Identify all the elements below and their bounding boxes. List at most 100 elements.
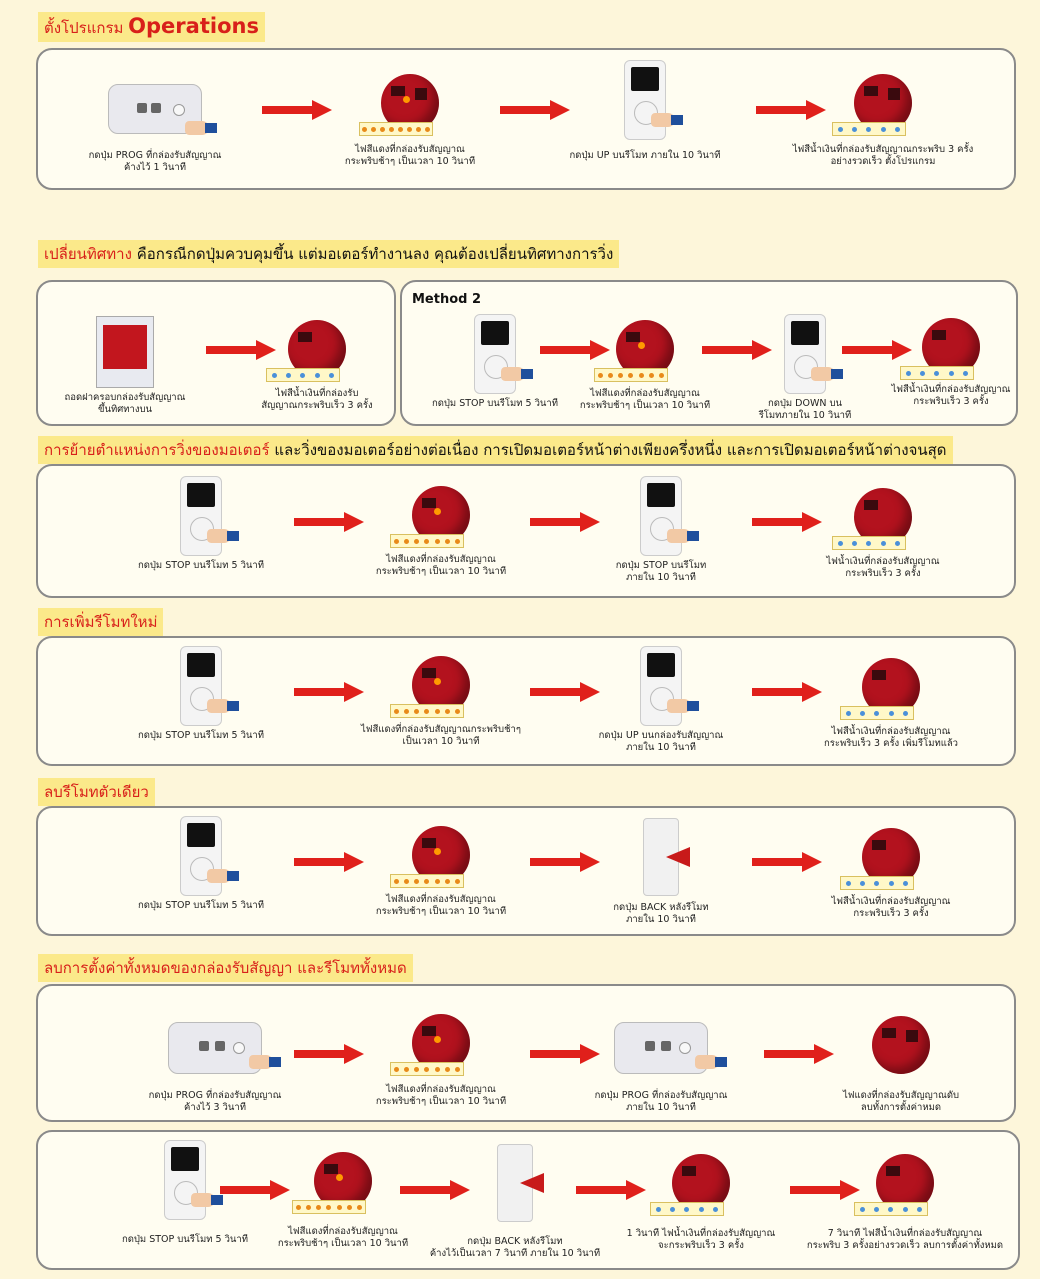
receiver-board-image [840,658,920,720]
receiver-board-image [650,1154,730,1216]
step-red-blink: ไฟสีแดงที่กล่องรับสัญญาณ กระพริบช้าๆ เป็… [336,826,546,918]
step-blue-blink: ไฟสีน้ำเงินที่กล่องรับสัญญาณ กระพริบเร็ว… [786,828,996,920]
receiver-board-image [900,318,980,380]
step-press-stop: กดปุ่ม STOP บนรีโมท 5 วินาที [96,476,306,572]
step-caption: ไฟสีแดงที่กล่องรับสัญญาณ กระพริบช้าๆ เป็… [375,894,507,917]
step-caption: กดปุ่ม PROG ที่กล่องรับสัญญาณ ค้างไว้ 3 … [148,1090,282,1113]
step-red-blink: ไฟสีแดงที่กล่องรับสัญญาณ กระพริบช้าๆ เป็… [336,486,546,578]
section-heading-reset-all: ลบการตั้งค่าทั้งหมดของกล่องรับสัญญา และร… [38,954,413,982]
step-caption: 7 วินาที ไฟสีน้ำเงินที่กล่องรับสัญญาณ กร… [806,1228,1004,1251]
arrow-icon [752,512,822,532]
arrow-icon [764,1044,834,1064]
receiver-image [614,1022,727,1074]
arrow-icon [294,1044,364,1064]
step-caption: กดปุ่ม BACK หลังรีโมท ภายใน 10 วินาที [613,902,709,925]
heading-highlight: การย้ายตำแหน่งการวิ่งของมอเตอร์ [44,441,270,459]
section-heading-limits: การย้ายตำแหน่งการวิ่งของมอเตอร์ และวิ่งข… [38,436,953,464]
step-caption: ไฟสีน้ำเงินที่กล่องรับสัญญาณ กระพริบเร็ว… [823,726,959,749]
step-caption: กดปุ่ม DOWN บน รีโมทภายใน 10 วินาที [758,398,852,421]
step-caption: กดปุ่ม PROG ที่กล่องรับสัญญาณ ค้างไว้ 1 … [88,150,222,173]
step-press-prog-again: กดปุ่ม PROG ที่กล่องรับสัญญาณ ภายใน 10 ว… [556,1022,766,1114]
hand-icon [667,699,699,713]
step-blue-blink: ไฟน้ำเงินที่กล่องรับสัญญาณ กระพริบเร็ว 3… [778,488,988,580]
step-blue-blink-7s: 7 วินาที ไฟสีน้ำเงินที่กล่องรับสัญญาณ กร… [800,1154,1010,1252]
remote-image [180,646,239,726]
step-caption: ไฟสีแดงที่กล่องรับสัญญาณ กระพริบช้าๆ เป็… [579,388,711,411]
step-caption: ไฟสีแดงที่กล่องรับสัญญาณ กระพริบช้าๆ เป็… [375,1084,507,1107]
remote-image [180,476,239,556]
step-blue-blink: ไฟสีน้ำเงินที่กล่องรับสัญญาณ กระพริบเร็ว… [786,658,996,750]
hand-icon [695,1055,727,1069]
arrow-icon [500,100,570,120]
hand-icon [185,121,217,135]
step-caption: ไฟสีแดงที่กล่องรับสัญญาณ กระพริบช้าๆ เป็… [375,554,507,577]
heading-highlight: เปลี่ยนทิศทาง [44,245,132,263]
step-press-stop: กดปุ่ม STOP บนรีโมท 5 วินาที [390,314,600,410]
method2-label: Method 2 [412,292,482,307]
remote-image [180,816,239,896]
arrow-icon [530,852,600,872]
hand-icon [191,1193,223,1207]
heading-highlight: การเพิ่มรีโมทใหม่ [44,613,158,631]
arrow-icon [530,512,600,532]
step-caption: กดปุ่ม BACK หลังรีโมท ค้างไว้เป็นเวลา 7 … [429,1236,601,1259]
receiver-board-image [872,1016,930,1074]
step-caption: กดปุ่ม STOP บนรีโมท 5 วินาที [137,900,265,911]
step-press-stop: กดปุ่ม STOP บนรีโมท 5 วินาที [96,646,306,742]
step-caption: กดปุ่ม PROG ที่กล่องรับสัญญาณ ภายใน 10 ว… [594,1090,728,1113]
section-heading-program: ตั้งโปรแกรม Operations [38,12,265,42]
step-press-prog: กดปุ่ม PROG ที่กล่องรับสัญญาณ ค้างไว้ 3 … [110,1022,320,1114]
hand-icon [207,529,239,543]
hand-icon [501,367,533,381]
hand-icon [207,699,239,713]
receiver-board-image [390,486,470,548]
step-caption: ไฟสีแดงที่กล่องรับสัญญาณกระพริบช้าๆ เป็น… [361,724,521,747]
step-caption: ไฟสีแดงที่กล่องรับสัญญาณ กระพริบช้าๆ เป็… [344,144,476,167]
remote-image [640,476,699,556]
step-red-blink: ไฟสีแดงที่กล่องรับสัญญาณ กระพริบช้าๆ เป็… [238,1152,448,1250]
step-press-up: กดปุ่ม UP บนกล่องรับสัญญาณ ภายใน 10 วินา… [556,646,766,754]
receiver-board-image [390,826,470,888]
remote-image [624,60,683,140]
heading-text: ตั้งโปรแกรม [44,19,129,37]
step-caption: กดปุ่ม STOP บนรีโมท ภายใน 10 วินาที [615,560,707,583]
arrow-icon [294,682,364,702]
step-red-blink: ไฟสีแดงที่กล่องรับสัญญาณ กระพริบช้าๆ เป็… [336,1014,546,1108]
step-caption: ไฟสีน้ำเงินที่กล่องรับสัญญาณ กระพริบเร็ว… [891,384,1011,407]
arrow-icon [262,100,332,120]
step-press-up: กดปุ่ม UP บนรีโมท ภายใน 10 วินาที [540,60,750,162]
step-caption: ไฟแดงที่กล่องรับสัญญาณดับ ลบทั้งการตั้งค… [842,1090,960,1113]
receiver-board-image [266,320,346,382]
arrow-icon [530,1044,600,1064]
step-caption: ไฟสีน้ำเงินที่กล่องรับสัญญาณกระพริบ 3 คร… [792,144,974,167]
hand-icon [249,1055,281,1069]
hand-icon [811,367,843,381]
hand-icon [207,869,239,883]
step-caption: ไฟน้ำเงินที่กล่องรับสัญญาณ กระพริบเร็ว 3… [826,556,940,579]
step-red-blink: ไฟสีแดงที่กล่องรับสัญญาณกระพริบช้าๆ เป็น… [336,656,546,748]
arrow-icon [752,682,822,702]
remote-back-image [643,818,690,896]
step-open-cover: ถอดฝาครอบกล่องรับสัญญาณ ขึ้นทิศทางบน [20,316,230,416]
heading-text: และวิ่งของมอเตอร์อย่างต่อเนื่อง การเปิดม… [269,441,947,459]
step-caption: ไฟสีน้ำเงินที่กล่องรับ สัญญาณกระพริบเร็ว… [261,388,373,411]
arrow-icon [702,340,772,360]
step-caption: ไฟสีน้ำเงินที่กล่องรับสัญญาณ กระพริบเร็ว… [831,896,951,919]
arrow-icon [400,1180,470,1200]
receiver-board-image [594,320,674,382]
arrow-icon [842,340,912,360]
step-caption: กดปุ่ม STOP บนรีโมท 5 วินาที [121,1234,249,1245]
step-press-stop-again: กดปุ่ม STOP บนรีโมท ภายใน 10 วินาที [556,476,766,584]
step-blue-blink: ไฟสีน้ำเงินที่กล่องรับสัญญาณกระพริบ 3 คร… [778,74,988,168]
arrow-icon [530,682,600,702]
arrow-icon [206,340,276,360]
receiver-board-image [390,1014,470,1076]
step-blue-blink-1s: 1 วินาที ไฟน้ำเงินที่กล่องรับสัญญาณ จะกร… [596,1154,806,1252]
step-caption: กดปุ่ม STOP บนรีโมท 5 วินาที [431,398,559,409]
receiver-board-image [832,488,912,550]
remote-image [474,314,533,394]
step-red-blink: ไฟสีแดงที่กล่องรับสัญญาณ กระพริบช้าๆ เป็… [305,74,515,168]
section-heading-delete-remote: ลบรีโมทตัวเดียว [38,778,155,806]
step-caption: กดปุ่ม UP บนกล่องรับสัญญาณ ภายใน 10 วินา… [598,730,724,753]
step-red-off: ไฟแดงที่กล่องรับสัญญาณดับ ลบทั้งการตั้งค… [796,1016,1006,1114]
